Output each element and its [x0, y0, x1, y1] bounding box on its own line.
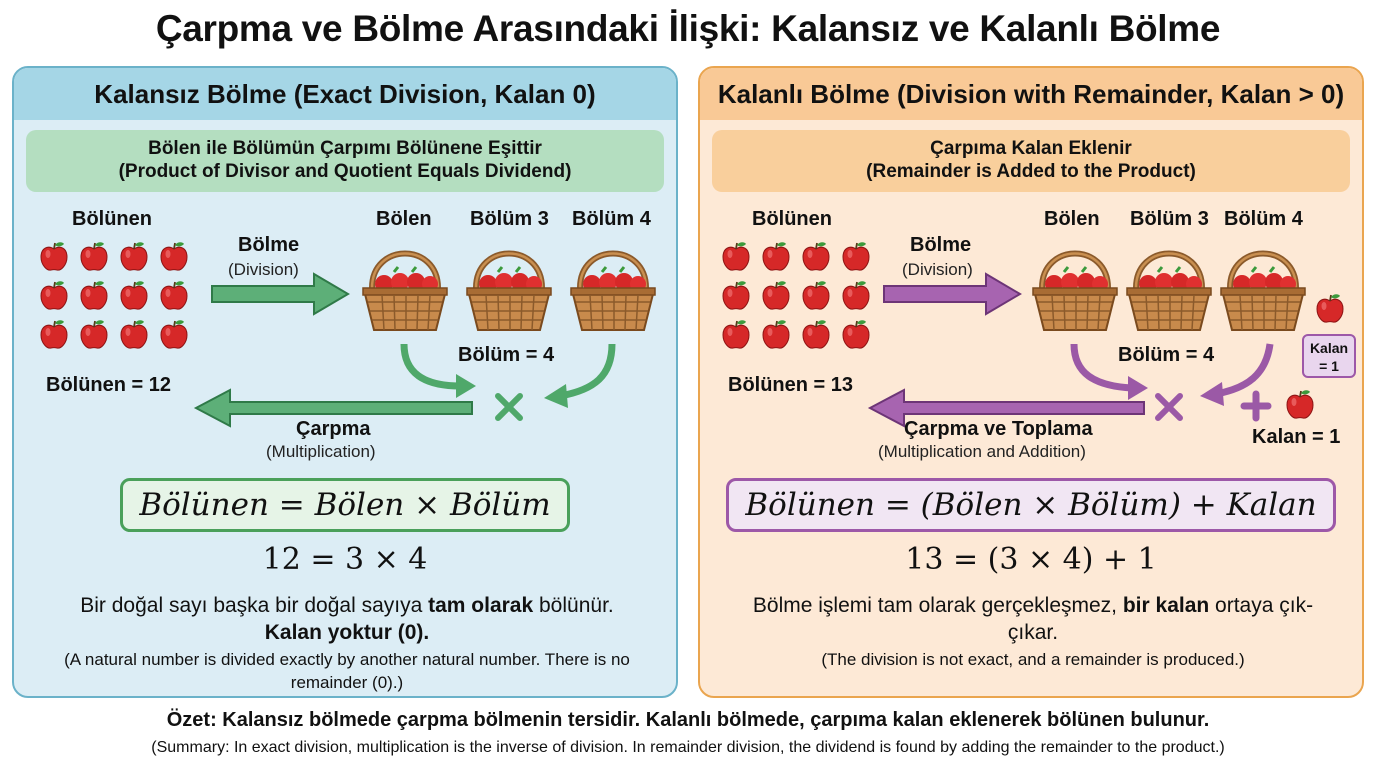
subtitle-tr: Bölen ile Bölümün Çarpımı Bölünene Eşitt…: [148, 138, 542, 159]
dividend-label: Bölünen: [72, 208, 152, 230]
remainder-formula: Bölünen = (Bölen × Bölüm) + Kalan: [700, 478, 1362, 532]
multiply-en: (Multiplication): [266, 442, 376, 461]
exact-division-panel: Kalansız Bölme (Exact Division, Kalan 0)…: [12, 66, 678, 698]
multiply-add-label: Çarpma ve Toplama: [904, 418, 1093, 440]
desc-text: Bölme işlemi tam olarak gerçekleşmez,: [752, 594, 1123, 617]
multiplication-arrow: [867, 388, 1145, 428]
quotient-to-times-arrow: [559, 343, 616, 400]
exact-equation: 12 = 3 × 4: [262, 542, 428, 577]
desc-text: Bir doğal sayı başka bir doğal sayıya: [80, 594, 429, 617]
remainder-formula-box: Bölünen = (Bölen × Bölüm) + Kalan: [726, 478, 1336, 532]
exact-formula-box: Bölünen = Bölen × Bölüm: [120, 478, 570, 532]
quotient-equation: Bölüm = 4: [1118, 344, 1215, 366]
divisor-label: Bölen: [376, 208, 432, 230]
quotient-to-times-arrow: [1215, 343, 1274, 398]
times-icon: [495, 393, 523, 421]
multiply-label: Çarpma: [296, 418, 371, 440]
exact-division-subtitle: Bölen ile Bölümün Çarpımı Bölünene Eşitt…: [26, 130, 664, 192]
remainder-box-label: Kalan: [1309, 340, 1349, 356]
quotient4-label: Bölüm 4: [1224, 208, 1303, 230]
page-title: Çarpma ve Bölme Arasındaki İlişki: Kalan…: [155, 8, 1221, 49]
divisor-to-times-arrow: [400, 343, 461, 390]
quotient-equation: Bölüm = 4: [458, 344, 555, 366]
division-arrow: [883, 272, 1022, 316]
exact-division-header: Kalansız Bölme (Exact Division, Kalan 0): [14, 68, 676, 120]
subtitle-tr: Çarpıma Kalan Eklenir: [930, 138, 1132, 159]
exact-formula: Bölünen = Bölen × Bölüm: [14, 478, 676, 532]
division-label: Bölme: [910, 234, 972, 256]
dividend-equation: Bölünen = 12: [46, 374, 172, 396]
quotient4-label: Bölüm 4: [572, 208, 651, 230]
division-arrow: [211, 272, 350, 316]
multiply-add-en: (Multiplication and Addition): [878, 442, 1086, 461]
exact-division-arrows: [193, 272, 616, 428]
summary-en: (Summary: In exact division, multiplicat…: [151, 739, 1225, 756]
quotient3-label: Bölüm 3: [1130, 208, 1209, 230]
remainder-description-en: (The division is not exact, and a remain…: [821, 650, 1245, 669]
division-en: (Division): [228, 260, 299, 279]
remainder-equation-main: 13 = (3 × 4) + 1: [905, 542, 1157, 577]
divisor-label: Bölen: [1044, 208, 1100, 230]
dividend-label: Bölünen: [752, 208, 832, 230]
remainder-division-panel: Kalanlı Bölme (Division with Remainder, …: [698, 66, 1364, 698]
multiplication-arrow: [193, 388, 473, 428]
subtitle-en: (Product of Divisor and Quotient Equals …: [118, 161, 572, 182]
remainder-division-arrows: [867, 272, 1274, 428]
quotient3-label: Bölüm 3: [470, 208, 549, 230]
remainder-equation: Kalan = 1: [1252, 426, 1341, 448]
division-en: (Division): [902, 260, 973, 279]
remainder-division-subtitle: Çarpıma Kalan Eklenir (Remainder is Adde…: [712, 130, 1350, 192]
exact-description-en: (A natural number is divided exactly by …: [64, 650, 630, 692]
remainder-apple-icon: [1284, 388, 1316, 420]
desc-text: ortaya çık-çıkar.: [1007, 594, 1314, 644]
desc-text: bölünür.: [533, 594, 614, 617]
remainder-box: Kalan = 1: [1302, 334, 1356, 378]
times-icon: [1155, 393, 1183, 421]
subtitle-en: (Remainder is Added to the Product): [866, 161, 1196, 182]
dividend-equation: Bölünen = 13: [728, 374, 854, 396]
plus-icon: [1240, 390, 1272, 422]
desc-bold: tam olarak: [428, 594, 534, 617]
desc-bold: bir kalan: [1122, 594, 1210, 617]
remainder-division-header: Kalanlı Bölme (Division with Remainder, …: [700, 68, 1362, 120]
summary: Özet: Kalansız bölmede çarpma bölmenin t…: [166, 709, 1210, 731]
division-label: Bölme: [238, 234, 300, 256]
divisor-to-times-arrow: [1070, 343, 1133, 392]
desc-no-remainder: Kalan yoktur (0).: [264, 621, 430, 644]
exact-description: Bir doğal sayı başka bir doğal sayıya ta…: [44, 592, 650, 646]
remainder-box-value: = 1: [1319, 358, 1339, 374]
remainder-description: Bölme işlemi tam olarak gerçekleşmez, bi…: [730, 592, 1336, 646]
